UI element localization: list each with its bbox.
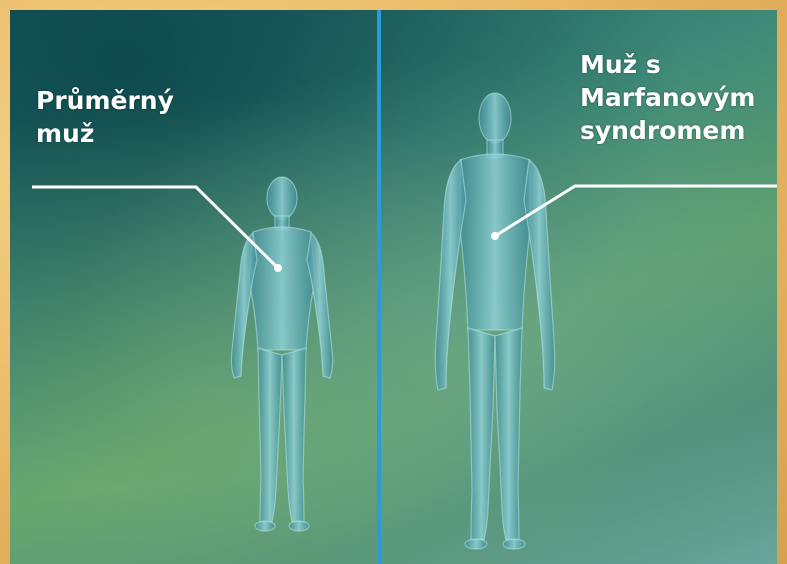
marfan-man-label: Muž s Marfanovým syndromem [580, 48, 755, 147]
marfan-man-label-line-3: syndromem [580, 114, 755, 147]
average-man-label-line-1: Průměrný [36, 84, 174, 117]
marfan-man-label-line-1: Muž s [580, 48, 755, 81]
illustration-panel: Průměrný muž Muž s Marfanovým syndromem [10, 10, 777, 564]
average-man-figure [231, 177, 332, 531]
average-man-label: Průměrný muž [36, 84, 174, 150]
average-man-label-line-2: muž [36, 117, 174, 150]
center-divider [377, 10, 381, 564]
marfan-man-figure [435, 93, 554, 549]
marfan-man-label-line-2: Marfanovým [580, 81, 755, 114]
